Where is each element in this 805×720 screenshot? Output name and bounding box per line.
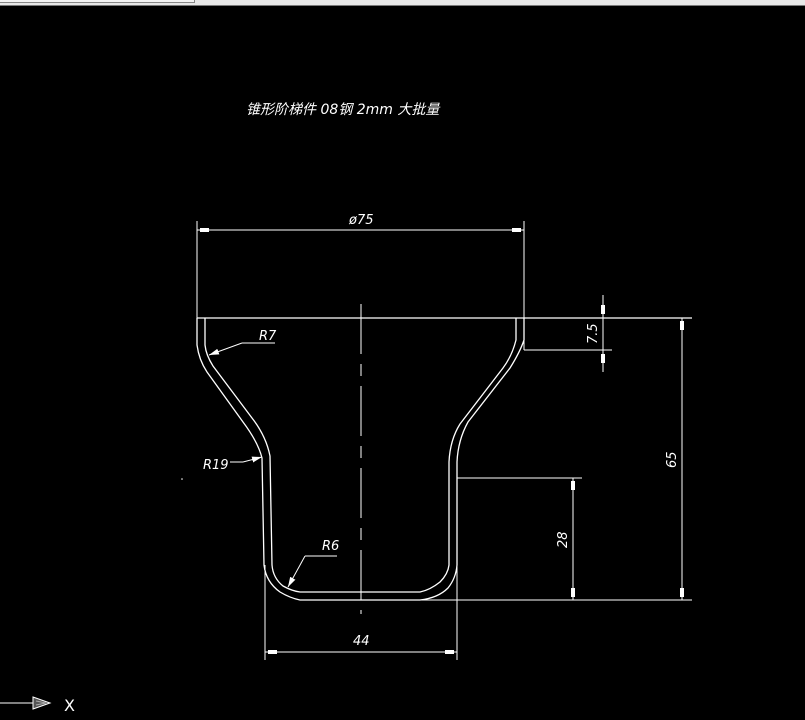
dim-top-height[interactable]: 7.5 — [586, 295, 605, 372]
dim-top-diameter[interactable]: ø75 — [196, 213, 525, 350]
stray-point — [181, 478, 183, 480]
dim-total-height[interactable]: 65 — [665, 318, 684, 600]
drawing-title: 锥形阶梯件 08钢 2mm 大批量 — [246, 102, 441, 118]
dim-bottom-width-text: 44 — [353, 634, 370, 649]
radius-r6-text: R6 — [322, 539, 339, 554]
radius-r7-callout[interactable]: R7 — [208, 329, 277, 356]
drawing-canvas[interactable]: 锥形阶梯件 08钢 2mm 大批量 ø75 7.5 — [0, 6, 805, 720]
ucs-x-label: X — [64, 696, 75, 715]
dim-top-height-text: 7.5 — [586, 323, 601, 344]
inner-profile — [204, 318, 517, 593]
radius-r19-text: R19 — [203, 458, 229, 473]
command-field[interactable] — [0, 0, 195, 3]
radius-r19-callout[interactable]: R19 — [203, 456, 263, 473]
dim-total-height-text: 65 — [665, 451, 680, 468]
dim-top-diameter-text: ø75 — [348, 213, 374, 228]
radius-r7-text: R7 — [259, 329, 277, 344]
cad-drawing: 锥形阶梯件 08钢 2mm 大批量 ø75 7.5 — [0, 102, 692, 715]
toolbar-strip — [0, 0, 805, 6]
dim-lower-height[interactable]: 28 — [556, 478, 575, 600]
radius-r6-callout[interactable]: R6 — [287, 539, 339, 588]
dim-lower-height-text: 28 — [556, 531, 571, 548]
dim-bottom-width[interactable]: 44 — [264, 565, 458, 660]
ucs-icon: X — [0, 696, 75, 715]
